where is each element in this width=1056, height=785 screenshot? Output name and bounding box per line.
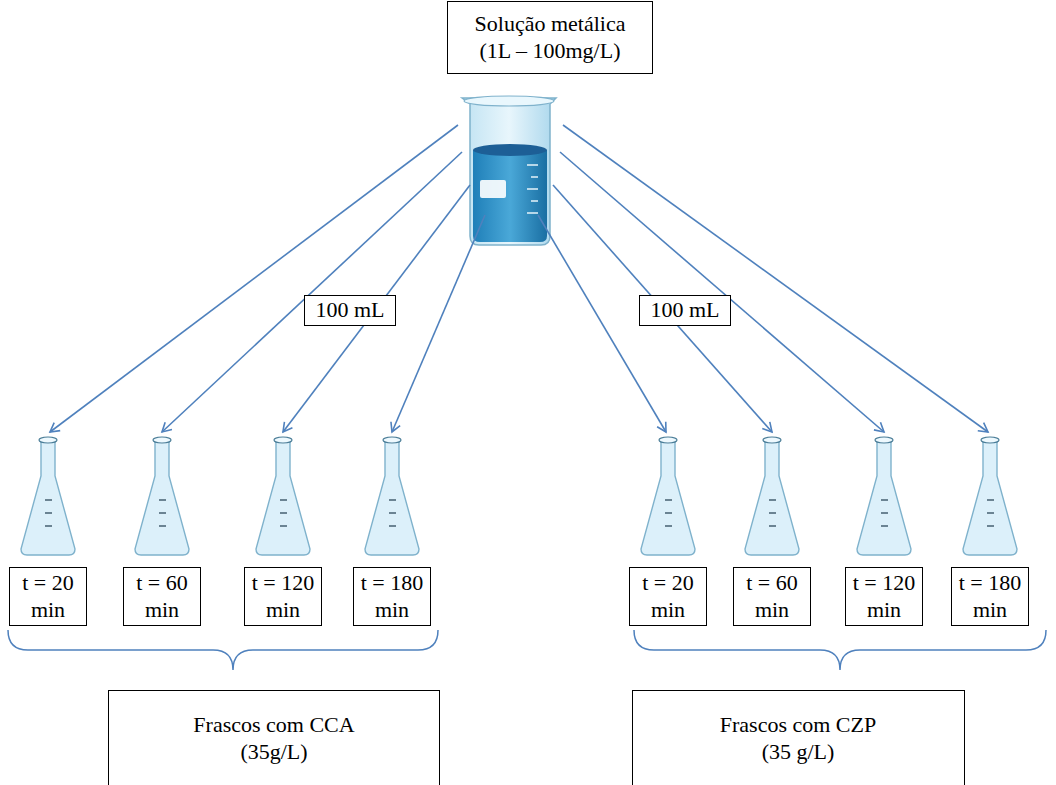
group-box: Frascos com CCA (35g/L) bbox=[108, 690, 440, 785]
flask-rim bbox=[875, 437, 893, 443]
time-box: t = 120 min bbox=[244, 567, 322, 626]
flask-body bbox=[857, 440, 911, 555]
node-text: t = 180 min bbox=[357, 570, 427, 623]
erlenmeyer-flask bbox=[963, 437, 1017, 555]
volume-label: 100 mL bbox=[304, 295, 396, 326]
flask-mark bbox=[389, 525, 396, 526]
pour-arrow bbox=[563, 125, 988, 432]
flask-mark bbox=[987, 525, 994, 526]
brace bbox=[8, 630, 438, 670]
flask-rim bbox=[383, 437, 401, 443]
node-text: t = 20 min bbox=[13, 570, 83, 623]
volume-label: 100 mL bbox=[639, 295, 731, 326]
node-text: Frascos com CCA (35g/L) bbox=[179, 712, 369, 765]
time-box: t = 60 min bbox=[733, 567, 811, 626]
time-box: t = 20 min bbox=[9, 567, 87, 626]
pour-arrow bbox=[560, 152, 884, 432]
node-text: 100 mL bbox=[650, 297, 719, 323]
flask-mark bbox=[159, 512, 166, 513]
flask-body bbox=[745, 440, 799, 555]
flask-mark bbox=[45, 512, 52, 513]
flask-mark bbox=[159, 525, 166, 526]
pour-arrow bbox=[162, 152, 462, 432]
node-text: t = 60 min bbox=[737, 570, 807, 623]
time-box: t = 180 min bbox=[353, 567, 431, 626]
node-text: t = 120 min bbox=[248, 570, 318, 623]
pour-arrow bbox=[553, 185, 772, 432]
flask-mark bbox=[665, 525, 672, 526]
erlenmeyer-flask bbox=[256, 437, 310, 555]
flask-body bbox=[21, 440, 75, 555]
flask-mark bbox=[769, 512, 776, 513]
erlenmeyer-flask bbox=[135, 437, 189, 555]
flask-mark bbox=[769, 499, 776, 500]
flask-mark bbox=[881, 499, 888, 500]
flask-mark bbox=[987, 512, 994, 513]
flask-rim bbox=[981, 437, 999, 443]
erlenmeyer-flask bbox=[857, 437, 911, 555]
group-box: Frascos com CZP (35 g/L) bbox=[632, 690, 965, 785]
flask-mark bbox=[389, 499, 396, 500]
flasks bbox=[21, 437, 1017, 555]
node-text: t = 180 min bbox=[955, 570, 1025, 623]
time-box: t = 120 min bbox=[845, 567, 923, 626]
flask-body bbox=[963, 440, 1017, 555]
node-text: Solução metálica (1L – 100mg/L) bbox=[463, 11, 638, 64]
erlenmeyer-flask bbox=[365, 437, 419, 555]
time-box: t = 60 min bbox=[123, 567, 201, 626]
erlenmeyer-flask bbox=[745, 437, 799, 555]
erlenmeyer-flask bbox=[641, 437, 695, 555]
flask-mark bbox=[280, 512, 287, 513]
flask-rim bbox=[153, 437, 171, 443]
flask-mark bbox=[665, 512, 672, 513]
flask-mark bbox=[665, 499, 672, 500]
node-text: Frascos com CZP (35 g/L) bbox=[703, 712, 893, 765]
flask-body bbox=[256, 440, 310, 555]
brace bbox=[634, 630, 1046, 670]
flask-mark bbox=[881, 512, 888, 513]
erlenmeyer-flask bbox=[21, 437, 75, 555]
flask-mark bbox=[45, 525, 52, 526]
flask-mark bbox=[280, 525, 287, 526]
pour-arrow bbox=[283, 185, 470, 432]
flask-rim bbox=[274, 437, 292, 443]
flask-mark bbox=[280, 499, 287, 500]
flask-rim bbox=[763, 437, 781, 443]
flask-body bbox=[641, 440, 695, 555]
flask-mark bbox=[45, 499, 52, 500]
node-text: t = 20 min bbox=[633, 570, 703, 623]
flask-rim bbox=[659, 437, 677, 443]
flask-mark bbox=[987, 499, 994, 500]
time-box: t = 180 min bbox=[951, 567, 1029, 626]
flask-body bbox=[365, 440, 419, 555]
solution-box: Solução metálica (1L – 100mg/L) bbox=[447, 1, 653, 74]
flask-body bbox=[135, 440, 189, 555]
flask-mark bbox=[881, 525, 888, 526]
pour-arrow bbox=[50, 125, 458, 432]
node-text: t = 60 min bbox=[127, 570, 197, 623]
node-text: 100 mL bbox=[315, 297, 384, 323]
node-text: t = 120 min bbox=[849, 570, 919, 623]
pour-arrow bbox=[392, 215, 485, 432]
flask-mark bbox=[769, 525, 776, 526]
time-box: t = 20 min bbox=[629, 567, 707, 626]
flask-mark bbox=[159, 499, 166, 500]
flask-mark bbox=[389, 512, 396, 513]
pour-arrows bbox=[50, 125, 988, 432]
flask-rim bbox=[39, 437, 57, 443]
